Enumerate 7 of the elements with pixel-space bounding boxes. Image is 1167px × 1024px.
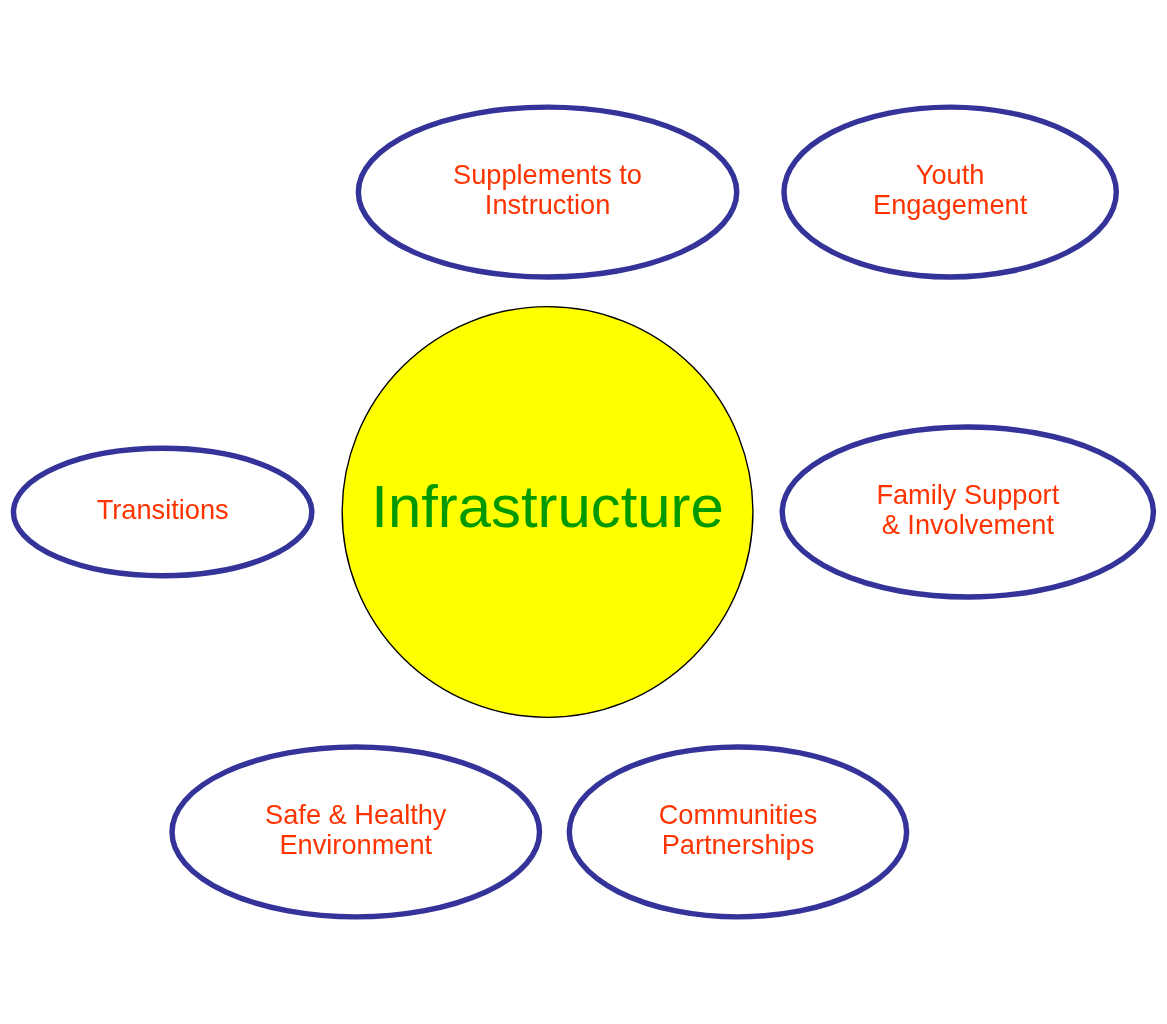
node-ellipse: Family Support & Involvement bbox=[779, 424, 1157, 600]
node-ellipse: Youth Engagement bbox=[781, 104, 1119, 280]
node-ellipse: Communities Partnerships bbox=[566, 744, 910, 920]
node-ellipse: Transitions bbox=[10, 445, 315, 579]
node-ellipse: Safe & Healthy Environment bbox=[169, 744, 543, 920]
node-circle: Infrastructure bbox=[341, 305, 754, 719]
node-ellipse: Supplements to Instruction bbox=[355, 104, 740, 280]
